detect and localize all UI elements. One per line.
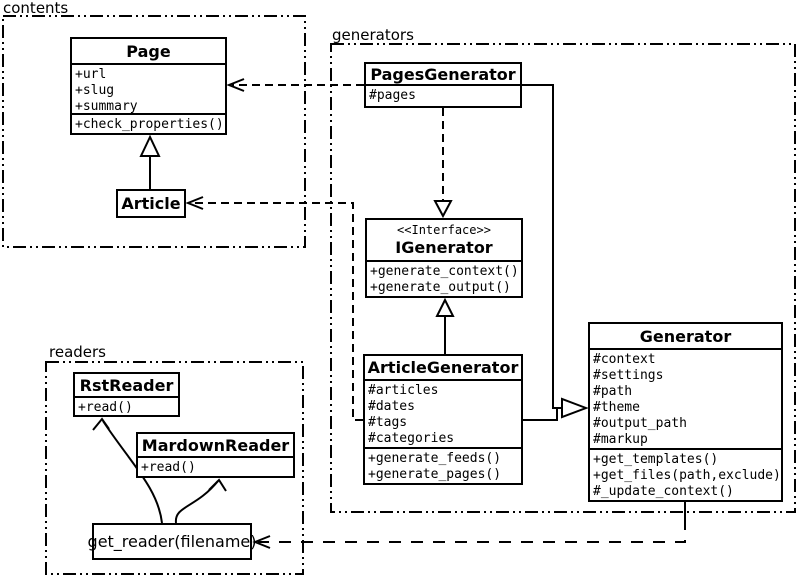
class-articlegenerator: ArticleGenerator #articles#dates#tags#ca… bbox=[363, 354, 523, 485]
member-line: #articles bbox=[368, 383, 439, 398]
member-line: #settings bbox=[593, 368, 664, 383]
class-methods: +get_templates()+get_files(path,exclude)… bbox=[590, 448, 781, 500]
class-attributes: #context#settings#path#theme#output_path… bbox=[590, 348, 781, 448]
package-frame-generators bbox=[330, 43, 796, 513]
member-line: #categories bbox=[368, 431, 455, 446]
package-frame-readers bbox=[45, 361, 304, 575]
member-line: +url bbox=[75, 67, 107, 82]
class-methods: +check_properties() bbox=[72, 113, 225, 133]
member-line: +slug bbox=[75, 83, 115, 98]
member-line: +read() bbox=[141, 460, 196, 475]
open-arrowhead-icon bbox=[208, 478, 227, 492]
class-header: <<Interface>> IGenerator bbox=[367, 220, 521, 260]
member-line: #theme bbox=[593, 400, 640, 415]
class-methods: +generate_context()+generate_output() bbox=[367, 260, 521, 296]
class-pagesgenerator: PagesGenerator #pages bbox=[364, 62, 522, 108]
hollow-triangle-icon bbox=[561, 397, 589, 419]
class-title: MardownReader bbox=[141, 435, 290, 455]
package-frame-contents bbox=[2, 15, 306, 248]
arrow-getreader-to-mardownreader bbox=[174, 478, 227, 524]
class-attributes: #pages bbox=[366, 84, 520, 106]
hollow-triangle-icon bbox=[139, 134, 161, 157]
class-methods: +read() bbox=[138, 456, 293, 476]
hollow-triangle-icon bbox=[433, 200, 453, 219]
member-line: +get_templates() bbox=[593, 452, 719, 467]
class-title: RstReader bbox=[79, 375, 174, 395]
member-line: #tags bbox=[368, 415, 408, 430]
class-article: Article bbox=[116, 189, 186, 218]
dependency-generator-to-getreader bbox=[252, 502, 686, 549]
member-line: +generate_context() bbox=[370, 264, 519, 279]
realization-pagesgenerator-to-igenerator bbox=[433, 108, 453, 219]
class-igenerator: <<Interface>> IGenerator +generate_conte… bbox=[365, 218, 523, 298]
class-title: Generator bbox=[639, 326, 732, 346]
member-line: +generate_pages() bbox=[368, 467, 502, 482]
package-label-readers: readers bbox=[49, 343, 106, 361]
class-title: IGenerator bbox=[395, 238, 493, 257]
inheritance-generators-to-generator bbox=[522, 84, 589, 421]
class-attributes: #articles#dates#tags#categories bbox=[365, 379, 521, 447]
member-line: +summary bbox=[75, 99, 138, 113]
open-arrowhead-icon bbox=[185, 196, 204, 210]
member-line: #dates bbox=[368, 399, 415, 414]
open-arrowhead-icon bbox=[92, 417, 110, 431]
function-label: get_reader(filename) bbox=[87, 532, 257, 551]
hollow-triangle-icon bbox=[435, 297, 455, 317]
member-line: #context bbox=[593, 352, 656, 367]
member-line: #pages bbox=[369, 88, 416, 103]
class-attributes: +url+slug+summary bbox=[72, 63, 225, 113]
class-title: PagesGenerator bbox=[370, 64, 516, 84]
class-title: Article bbox=[121, 194, 181, 213]
inheritance-article-to-page bbox=[139, 134, 161, 189]
package-label-generators: generators bbox=[332, 26, 414, 44]
member-line: #markup bbox=[593, 432, 648, 447]
open-arrowhead-icon bbox=[226, 78, 245, 92]
class-title: Page bbox=[126, 41, 171, 61]
package-label-contents: contents bbox=[3, 0, 69, 17]
open-arrowhead-icon bbox=[252, 535, 271, 549]
member-line: #path bbox=[593, 384, 633, 399]
class-generator: Generator #context#settings#path#theme#o… bbox=[588, 322, 783, 502]
dependency-articlegenerator-to-article bbox=[185, 196, 363, 421]
member-line: +read() bbox=[78, 400, 133, 415]
member-line: +get_files(path,exclude) bbox=[593, 468, 781, 483]
member-line: +generate_feeds() bbox=[368, 451, 502, 466]
dependency-pagesgenerator-to-page bbox=[226, 78, 364, 92]
class-stereotype: <<Interface>> bbox=[397, 223, 491, 237]
member-line: #_update_context() bbox=[593, 484, 734, 499]
class-page: Page +url+slug+summary +check_properties… bbox=[70, 37, 227, 135]
class-methods: +read() bbox=[75, 396, 178, 415]
member-line: +check_properties() bbox=[75, 117, 224, 132]
realization-articlegenerator-to-igenerator bbox=[435, 297, 455, 354]
class-rstreader: RstReader +read() bbox=[73, 372, 180, 417]
class-title: ArticleGenerator bbox=[367, 358, 519, 377]
class-methods: +generate_feeds()+generate_pages() bbox=[365, 447, 521, 483]
member-line: #output_path bbox=[593, 416, 687, 431]
function-get-reader: get_reader(filename) bbox=[88, 523, 256, 560]
class-mardownreader: MardownReader +read() bbox=[136, 432, 295, 478]
member-line: +generate_output() bbox=[370, 280, 511, 295]
